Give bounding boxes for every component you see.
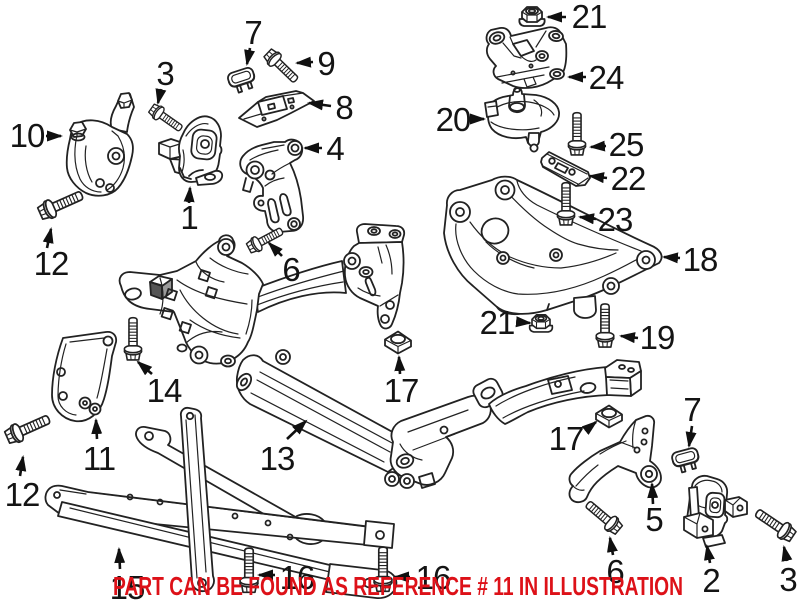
svg-text:25: 25 — [609, 126, 644, 163]
svg-text:21: 21 — [572, 0, 607, 35]
svg-text:11: 11 — [83, 440, 115, 477]
svg-text:PART CAN BE FOUND AS REFERENCE: PART CAN BE FOUND AS REFERENCE # 11 IN I… — [113, 571, 683, 601]
svg-text:19: 19 — [640, 319, 675, 356]
svg-text:8: 8 — [335, 89, 352, 126]
svg-text:16: 16 — [416, 559, 451, 596]
svg-text:17: 17 — [549, 420, 584, 457]
svg-text:10: 10 — [10, 117, 45, 154]
svg-text:4: 4 — [326, 130, 344, 167]
svg-text:20: 20 — [436, 101, 471, 138]
svg-text:2: 2 — [702, 562, 719, 599]
svg-text:13: 13 — [260, 440, 295, 477]
svg-text:17: 17 — [384, 372, 419, 409]
svg-text:6: 6 — [606, 553, 623, 590]
svg-text:3: 3 — [156, 55, 173, 92]
svg-text:6: 6 — [282, 251, 299, 288]
svg-text:12: 12 — [34, 245, 69, 282]
svg-text:21: 21 — [480, 304, 515, 341]
svg-text:18: 18 — [683, 241, 718, 278]
svg-text:24: 24 — [589, 59, 624, 96]
svg-text:14: 14 — [147, 372, 182, 409]
svg-text:9: 9 — [317, 45, 334, 82]
svg-text:3: 3 — [779, 561, 796, 598]
svg-text:7: 7 — [244, 14, 261, 51]
svg-text:15: 15 — [110, 569, 145, 602]
svg-text:7: 7 — [683, 391, 700, 428]
svg-text:22: 22 — [611, 160, 646, 197]
svg-text:12: 12 — [5, 476, 40, 513]
svg-text:16: 16 — [280, 559, 315, 596]
svg-text:23: 23 — [598, 201, 633, 238]
svg-text:1: 1 — [180, 199, 197, 236]
svg-text:5: 5 — [645, 501, 662, 538]
